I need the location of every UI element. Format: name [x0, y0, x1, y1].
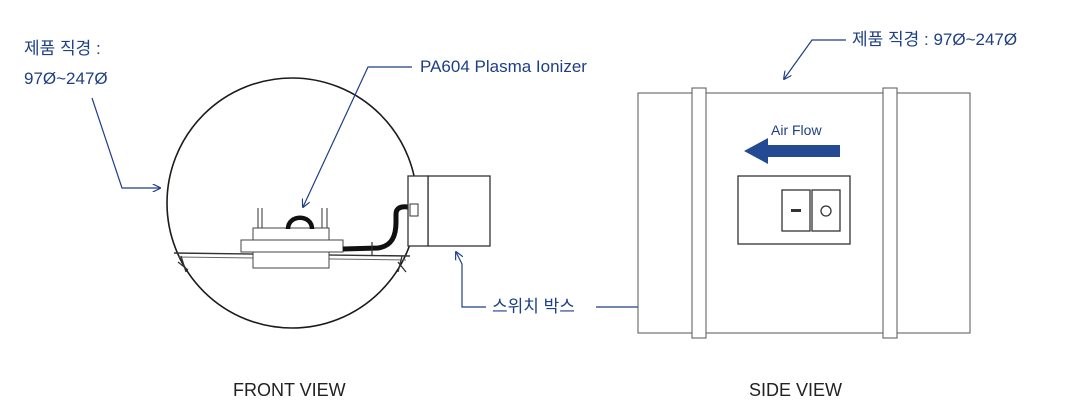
- switch-on-mark: [791, 209, 801, 212]
- clamp-band-left: [691, 87, 707, 339]
- side-diameter-label: 제품 직경 : 97Ø~247Ø: [852, 30, 1018, 49]
- indicator-lamp: [820, 205, 832, 217]
- electrode-pins: [257, 208, 328, 228]
- diameter-leader-front: [91, 97, 160, 188]
- front-view-caption: FRONT VIEW: [233, 380, 346, 400]
- left-bracket: [177, 255, 189, 273]
- diameter-leader-side: [784, 39, 846, 79]
- airflow-arrow: [744, 138, 840, 164]
- front-view: [166, 77, 491, 329]
- duct-circle: [166, 77, 418, 329]
- switch-box: [427, 175, 491, 247]
- switch-box-label: 스위치 박스: [492, 297, 575, 316]
- front-diameter-label-line2: 97Ø~247Ø: [24, 69, 108, 88]
- ionizer-handle: [285, 215, 315, 230]
- switch-box-leader-front: [456, 252, 486, 308]
- clamp-band-right: [882, 87, 898, 339]
- side-view: [637, 87, 971, 339]
- switch-box-grommet: [409, 203, 419, 217]
- ionizer-base: [240, 239, 344, 253]
- side-view-caption: SIDE VIEW: [749, 380, 843, 400]
- ionizer-label: PA604 Plasma Ionizer: [420, 57, 587, 76]
- ionizer-leader: [303, 66, 412, 207]
- right-bracket: [397, 255, 407, 273]
- cable: [342, 204, 409, 252]
- front-diameter-label-line1: 제품 직경 :: [24, 39, 101, 58]
- airflow-label: Air Flow: [771, 122, 822, 138]
